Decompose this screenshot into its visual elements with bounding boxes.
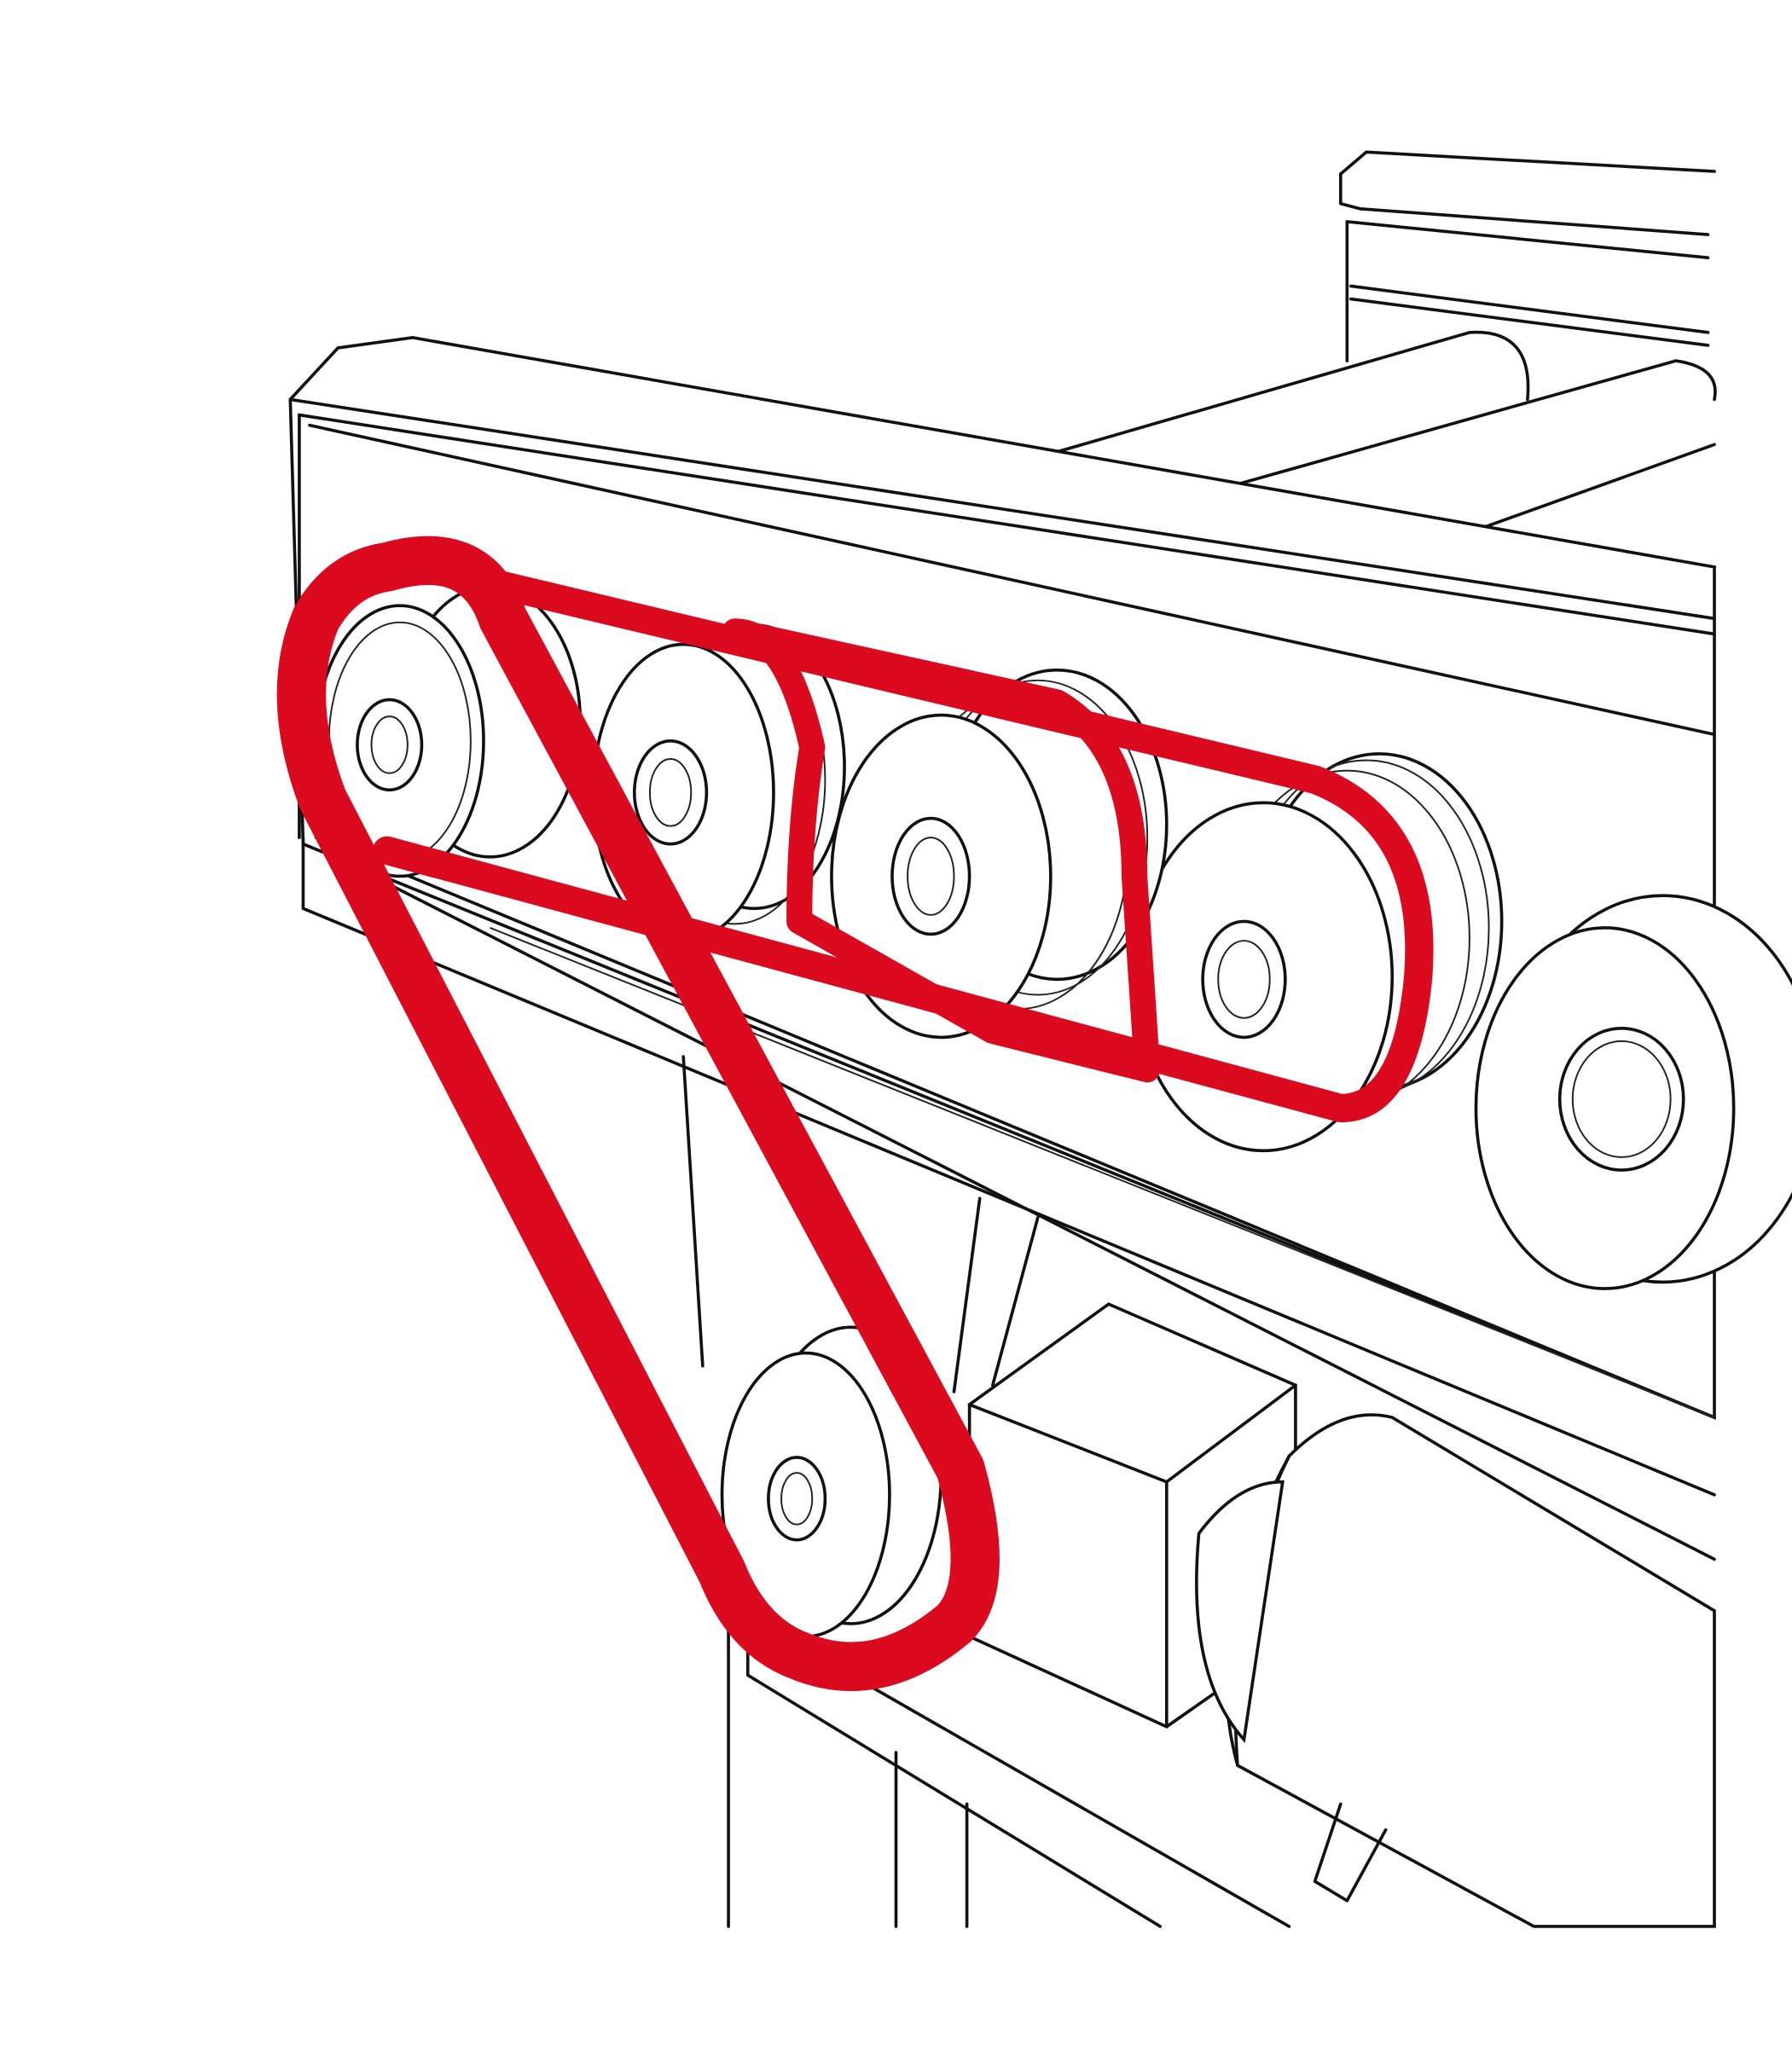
roller-5 — [1474, 894, 1792, 1290]
motor-pulley — [720, 1325, 943, 1638]
rollers — [314, 584, 1792, 1638]
middle-belt — [722, 618, 1161, 1083]
upper-belt — [373, 553, 1434, 1123]
upper-rail — [1338, 150, 1716, 362]
frame-legs — [681, 1055, 1291, 1928]
roller-4 — [1133, 752, 1504, 1153]
belts — [276, 536, 1434, 1691]
motor — [1195, 1413, 1716, 1928]
drive-belt — [276, 536, 1000, 1691]
